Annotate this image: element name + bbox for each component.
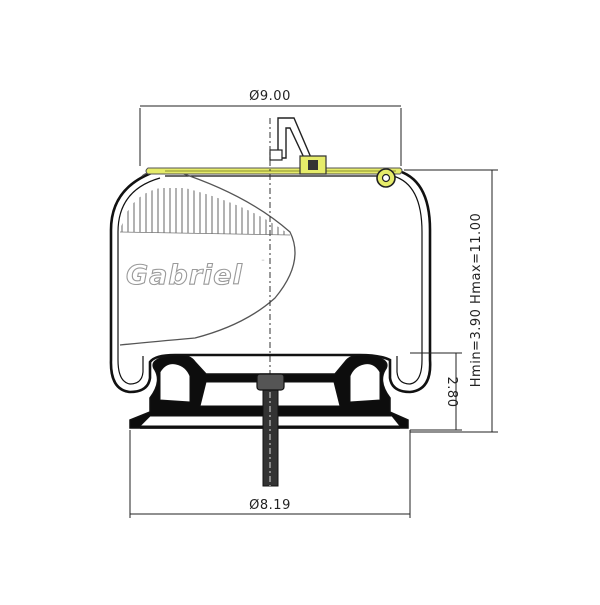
piston-height-dimension: 2.80	[410, 352, 462, 431]
height-range-label: Hmin=3.90 Hmax=11.00	[469, 213, 484, 387]
piston	[129, 354, 409, 487]
logo-trademark-mark: ¨	[261, 259, 265, 268]
upper-plate	[145, 117, 403, 188]
brand-logo-text: Gabriel	[126, 260, 243, 291]
height-range-dimension: Hmin=3.90 Hmax=11.00	[404, 169, 498, 433]
top-diameter-dimension: Ø9.00	[139, 89, 402, 166]
bottom-diameter-label: Ø8.19	[249, 498, 291, 513]
piston-height-label: 2.80	[444, 377, 459, 408]
top-diameter-label: Ø9.00	[249, 89, 291, 104]
bellows-inner-outline	[165, 175, 423, 385]
bottom-diameter-dimension: Ø8.19	[129, 430, 411, 518]
